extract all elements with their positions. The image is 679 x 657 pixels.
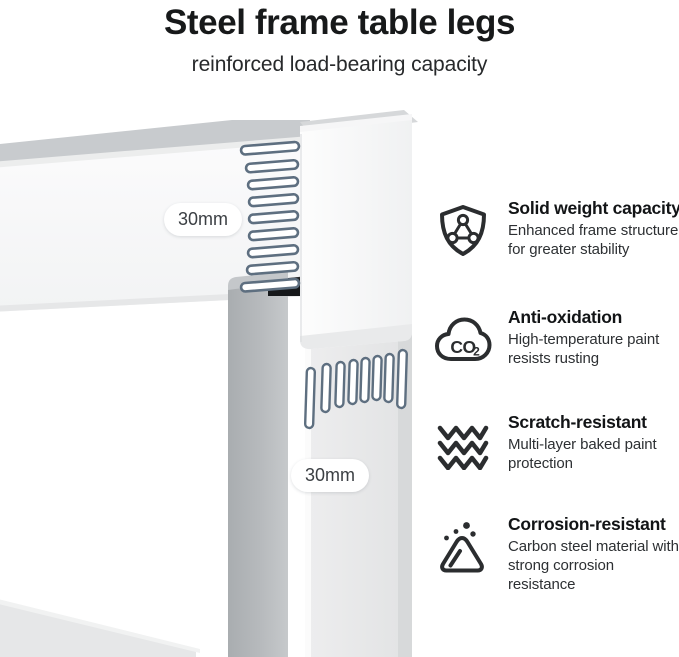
feature-item-anti-oxidation: CO 2 Anti-oxidation High-temperature pai… — [432, 305, 679, 393]
feature-item-scratch-resistant: Scratch-resistant Multi-layer baked pain… — [432, 410, 679, 498]
feature-description: Enhanced frame structure for greater sta… — [508, 222, 679, 258]
feature-title: Scratch-resistant — [508, 412, 647, 432]
corner-bracket — [300, 110, 418, 350]
page-title: Steel frame table legs — [163, 3, 516, 42]
dimension-badge-post: 30mm — [291, 459, 370, 492]
header: Steel frame table legs reinforced load-b… — [0, 0, 679, 78]
post-right-shade — [398, 286, 412, 657]
feature-text: Solid weight capacity Enhanced frame str… — [508, 196, 679, 259]
beam-top-plane — [0, 120, 310, 166]
feature-item-solid-weight-capacity: Solid weight capacity Enhanced frame str… — [432, 196, 679, 284]
feature-list: Solid weight capacity Enhanced frame str… — [432, 196, 679, 600]
beam-front-face — [0, 142, 310, 312]
dimension-badge-beam: 30mm — [164, 203, 243, 236]
bracket-bottom-edge — [300, 324, 412, 350]
shield-icon — [432, 200, 494, 262]
feature-description: Carbon steel material with strong corros… — [508, 538, 679, 593]
feature-text: Corrosion-resistant Carbon steel materia… — [508, 512, 679, 594]
beam-dimension-ticks — [239, 140, 301, 293]
feature-item-corrosion-resistant: Corrosion-resistant Carbon steel materia… — [432, 512, 679, 600]
feature-title: Anti-oxidation — [508, 307, 623, 327]
feature-title: Corrosion-resistant — [508, 514, 666, 534]
svg-text:CO: CO — [450, 337, 475, 357]
feature-text: Anti-oxidation High-temperature paint re… — [508, 305, 679, 368]
vertical-post-inner — [228, 272, 288, 657]
product-illustration — [0, 100, 420, 657]
post-dimension-ticks — [303, 348, 408, 430]
page-subtitle: reinforced load-bearing capacity — [191, 53, 488, 76]
lower-beam-edge — [0, 599, 200, 653]
lower-frame-beam — [0, 599, 200, 657]
feature-text: Scratch-resistant Multi-layer baked pain… — [508, 410, 679, 473]
svg-text:2: 2 — [473, 345, 480, 359]
waves-icon — [432, 414, 494, 476]
feature-description: Multi-layer baked paint protection — [508, 436, 657, 472]
horizontal-beam — [0, 120, 310, 312]
post-inner-face — [228, 280, 288, 657]
feature-title: Solid weight capacity — [508, 198, 679, 218]
feature-description: High-temperature paint resists rusting — [508, 331, 660, 367]
co2-cloud-icon: CO 2 — [432, 309, 494, 371]
bracket-front-face — [300, 120, 412, 350]
corrosion-mound-icon — [432, 516, 494, 578]
